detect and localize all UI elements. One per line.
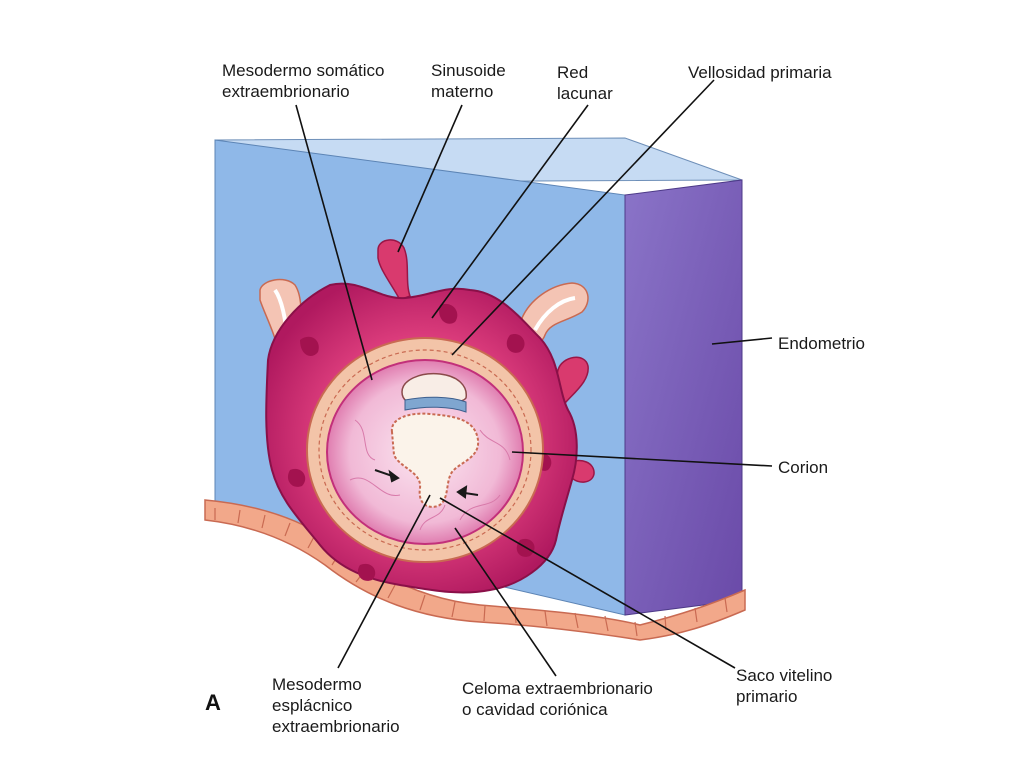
leader-somatic-mesoderm xyxy=(295,104,373,381)
growth-arrows xyxy=(374,469,479,499)
leader-endometrium xyxy=(711,337,773,345)
label-chorionic-cavity: Celoma extraembrionario o cavidad corión… xyxy=(462,679,653,719)
label-splanchnic-mesoderm: Mesodermo esplácnico extraembrionario xyxy=(272,675,400,736)
leader-yolk-sac xyxy=(439,497,736,669)
label-somatic-mesoderm: Mesodermo somático extraembrionario xyxy=(222,61,385,101)
label-maternal-sinusoid: Sinusoide materno xyxy=(431,61,506,101)
leader-maternal-sinusoid xyxy=(397,104,463,253)
panel-letter: A xyxy=(205,690,221,715)
label-primary-villus: Vellosidad primaria xyxy=(688,63,832,82)
label-chorion: Corion xyxy=(778,458,829,477)
cavity-reticulum xyxy=(349,419,511,531)
leader-lacunar-network xyxy=(431,104,589,319)
maternal-sinusoid-top xyxy=(377,239,411,301)
label-primary-yolk-sac: Saco vitelino primario xyxy=(736,666,833,706)
label-endometrium: Endometrio xyxy=(778,334,865,353)
leader-splanchnic-mesoderm xyxy=(337,494,431,669)
embryonic-disc xyxy=(401,372,467,413)
endometrial-gland-right xyxy=(521,282,589,345)
endometrium-side-face xyxy=(624,179,743,616)
leader-chorion xyxy=(511,451,773,467)
primary-yolk-sac xyxy=(390,412,480,508)
label-lacunar-network: Red lacunar xyxy=(557,63,613,103)
leader-lines xyxy=(295,79,773,677)
leader-chorionic-cavity xyxy=(454,527,557,677)
leader-primary-villus xyxy=(451,79,715,356)
